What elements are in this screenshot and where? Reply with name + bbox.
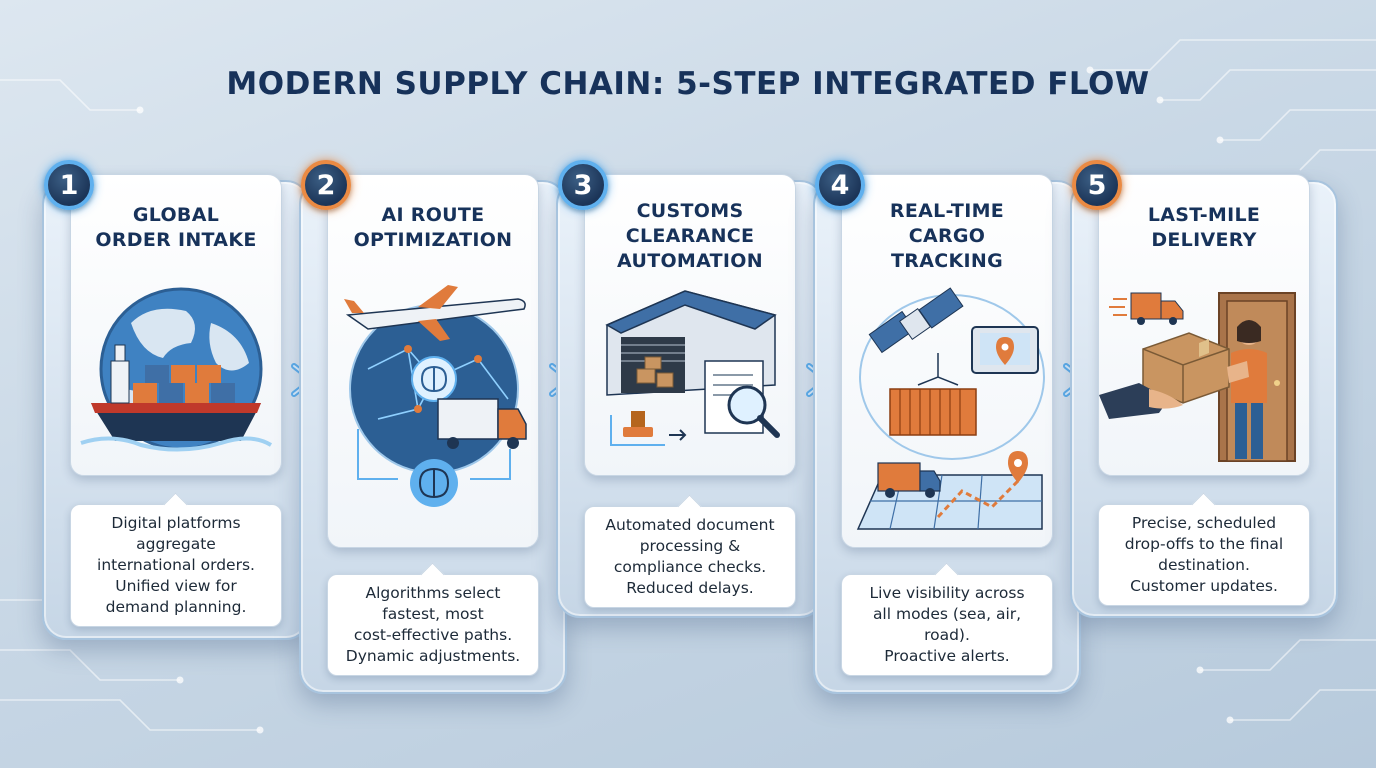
step-card: LAST-MILE DELIVERY [1098,174,1310,476]
step-number-badge: 5 [1072,160,1122,210]
step-1: GLOBAL ORDER INTAKE 1 Digital platforms [42,160,310,640]
step-description: Automated document processing & complian… [584,506,796,608]
step-4: REAL-TIME CARGO TRACKING [813,160,1081,694]
step-3: CUSTOMS CLEARANCE AUTOMATION 3 Automated [556,160,824,618]
step-number-badge: 4 [815,160,865,210]
airplane-ai-brain-truck-icon [344,285,527,507]
step-title: GLOBAL ORDER INTAKE [95,204,257,251]
step-title: AI ROUTE OPTIMIZATION [353,204,513,251]
step-title: CUSTOMS CLEARANCE AUTOMATION [617,200,763,272]
step-number-badge: 2 [301,160,351,210]
page-title: MODERN SUPPLY CHAIN: 5-STEP INTEGRATED F… [226,66,1150,102]
step-title: LAST-MILE DELIVERY [1147,204,1261,251]
step-description: Algorithms select fastest, most cost-eff… [327,574,539,676]
step-card: CUSTOMS CLEARANCE AUTOMATION [584,174,796,476]
step-number-badge: 3 [558,160,608,210]
step-description: Precise, scheduled drop-offs to the fina… [1098,504,1310,606]
step-2: AI ROUTE OPTIMIZATION [299,160,567,694]
step-card: GLOBAL ORDER INTAKE [70,174,282,476]
step-title: REAL-TIME CARGO TRACKING [889,200,1005,272]
step-card: REAL-TIME CARGO TRACKING [841,174,1053,548]
step-description: Live visibility across all modes (sea, a… [841,574,1053,676]
step-card: AI ROUTE OPTIMIZATION [327,174,539,548]
step-5: LAST-MILE DELIVERY 5 Precise, scheduled [1070,160,1338,618]
step-description: Digital platforms aggregate internationa… [70,504,282,627]
package-handoff-door-icon [1099,292,1296,462]
globe-cargo-ship-icon [80,287,273,452]
warehouse-document-scan-icon [605,290,780,446]
satellite-container-map-icon [856,287,1045,530]
step-number-badge: 1 [44,160,94,210]
